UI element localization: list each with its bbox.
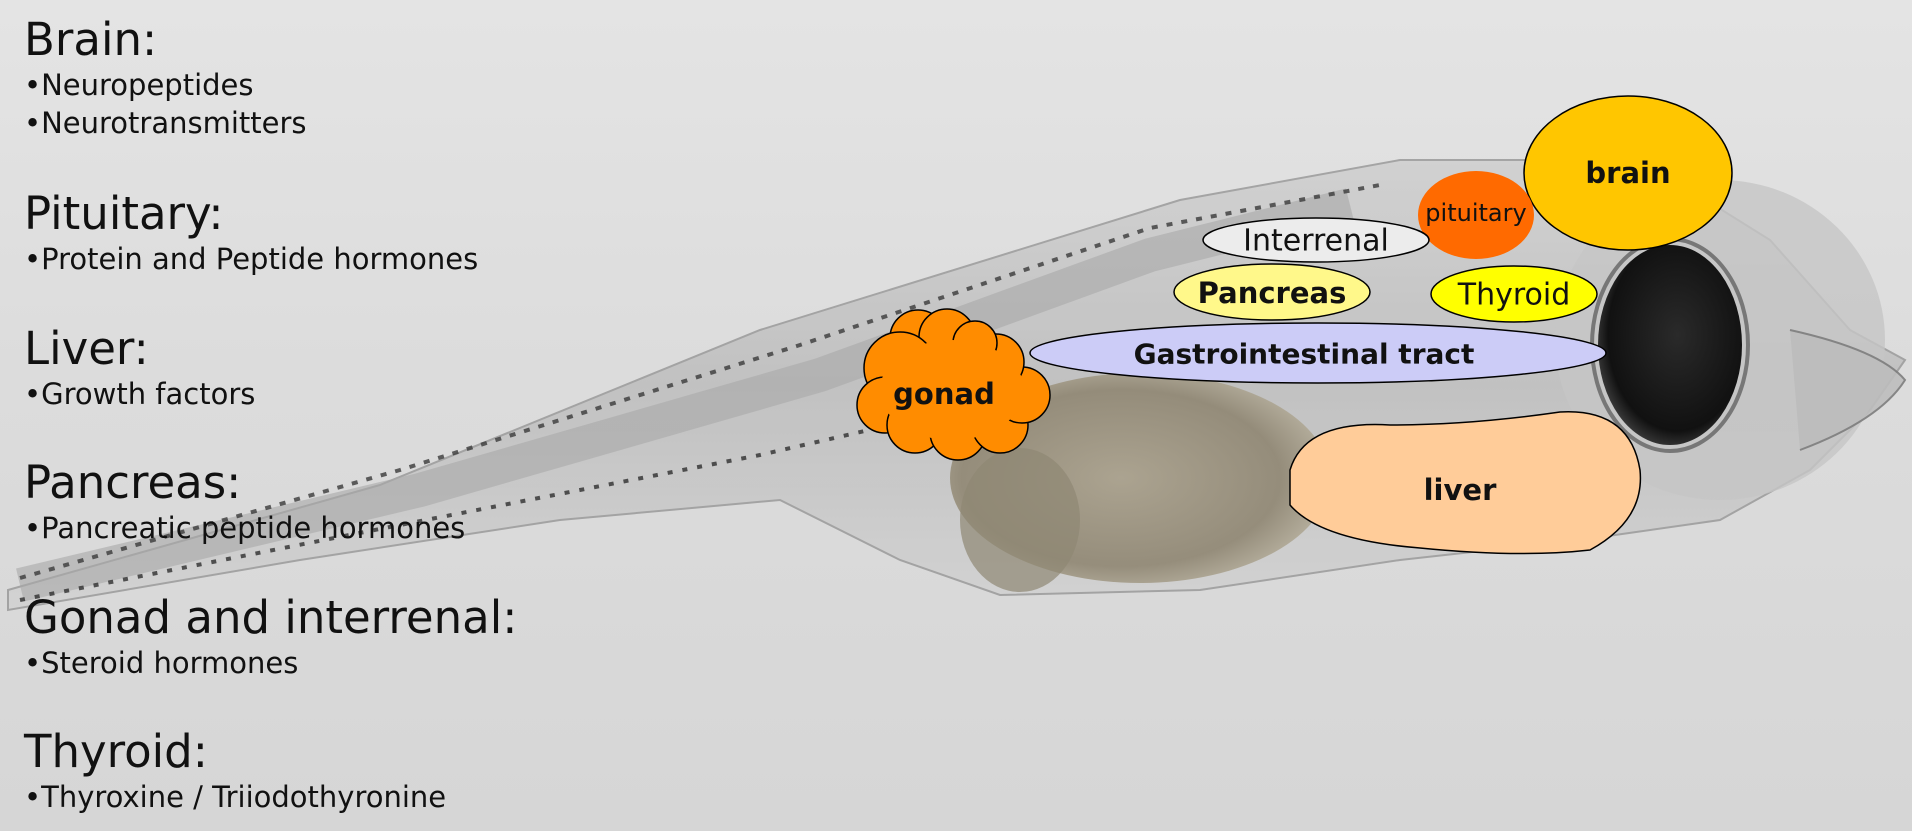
group-title: Pancreas:	[24, 457, 465, 509]
hormone-group-pituitary: Pituitary: Protein and Peptide hormones	[24, 188, 478, 278]
gonad-label: gonad	[893, 377, 995, 411]
group-item: Thyroxine / Triiodothyronine	[24, 778, 446, 816]
interrenal-label: Interrenal	[1243, 224, 1389, 259]
eye	[1598, 245, 1742, 445]
gi-tract-label: Gastrointestinal tract	[1134, 338, 1475, 371]
group-item: Neurotransmitters	[24, 104, 307, 142]
group-title: Liver:	[24, 323, 255, 375]
group-title: Pituitary:	[24, 188, 478, 240]
group-item: Steroid hormones	[24, 644, 517, 682]
group-item: Pancreatic peptide hormones	[24, 509, 465, 547]
liver-label: liver	[1424, 473, 1497, 507]
hormone-group-liver: Liver: Growth factors	[24, 323, 255, 413]
group-item: Neuropeptides	[24, 66, 307, 104]
group-title: Gonad and interrenal:	[24, 592, 517, 644]
group-title: Brain:	[24, 14, 307, 66]
hormone-group-pancreas: Pancreas: Pancreatic peptide hormones	[24, 457, 465, 547]
thyroid-label: Thyroid	[1458, 278, 1571, 313]
group-item: Growth factors	[24, 375, 255, 413]
hormone-group-gonad-interrenal: Gonad and interrenal: Steroid hormones	[24, 592, 517, 682]
pancreas-label: Pancreas	[1198, 276, 1347, 310]
group-item: Protein and Peptide hormones	[24, 240, 478, 278]
hormone-group-thyroid: Thyroid: Thyroxine / Triiodothyronine	[24, 726, 446, 816]
brain-label: brain	[1585, 156, 1670, 190]
group-title: Thyroid:	[24, 726, 446, 778]
pituitary-label: pituitary	[1425, 199, 1526, 227]
hormone-group-brain: Brain: Neuropeptides Neurotransmitters	[24, 14, 307, 142]
yolk-bulge	[960, 448, 1080, 592]
